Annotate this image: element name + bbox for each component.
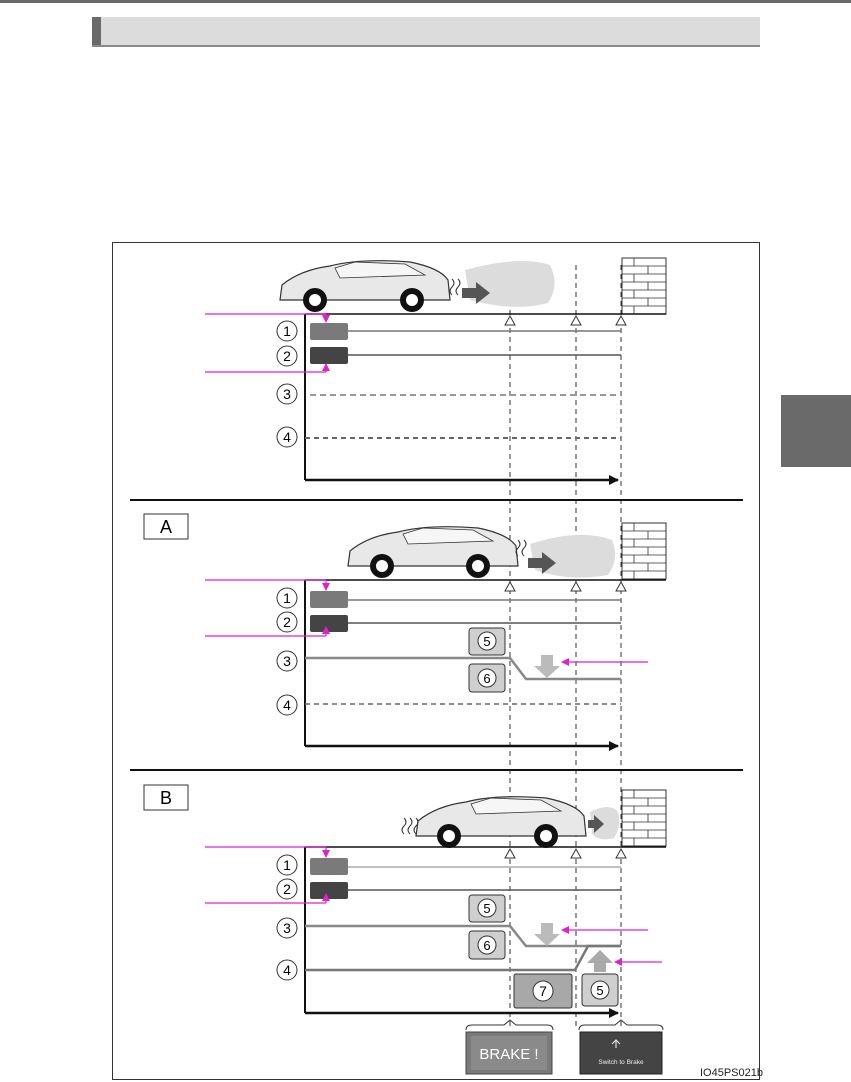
switch-to-brake-display: Switch to Brake [579,1031,663,1075]
marker-5: 5 [483,901,490,916]
heading-marker [92,17,101,45]
brick-wall-icon [621,789,667,847]
row-labels-b: 1 2 3 4 [276,854,298,981]
arrow-right-icon [588,815,604,833]
row-label-4: 4 [283,429,291,445]
brick-wall-icon [621,257,667,315]
car-icon [415,796,587,848]
diagram-frame [112,242,760,1080]
row-label-2: 2 [283,614,291,630]
brackets [465,1019,664,1031]
panel-b: B [143,784,667,1018]
row-label-2: 2 [283,881,291,897]
panel-b-label: B [160,788,172,808]
arrow-right-icon [528,552,556,574]
top-rule [0,0,851,3]
arrow-down-icon [534,923,560,946]
car-icon [347,526,519,578]
panel-normal [205,257,667,485]
row-label-1: 1 [283,857,291,873]
brake-display: BRAKE ! [465,1031,553,1075]
marker-7: 7 [539,983,547,999]
arrow-down-icon [534,655,560,678]
time-markers [509,265,622,1030]
row-label-1: 1 [283,323,291,339]
switch-to-brake-text: Switch to Brake [598,1059,644,1066]
row-labels-a: 1 2 3 4 [276,587,298,716]
chapter-tab [781,395,851,467]
marker-6: 6 [483,671,490,686]
row-label-2: 2 [283,348,291,364]
row-label-3: 3 [283,653,291,669]
brick-wall-icon [621,522,667,580]
brake-warning-text: BRAKE ! [479,1046,538,1063]
row-label-3: 3 [283,386,291,402]
marker-5: 5 [596,983,603,998]
row-label-4: 4 [283,962,291,978]
row-label-4: 4 [283,697,291,713]
arrow-up-icon [587,950,613,972]
marker-5: 5 [483,634,490,649]
row-labels-normal: 1 2 3 4 [276,320,298,448]
row-label-1: 1 [283,590,291,606]
panel-a-label: A [160,517,172,537]
arrow-right-icon [462,282,490,304]
panel-a: A [143,513,667,751]
foot-pedal-icon [611,1039,621,1048]
figure-code: IO45PS021b [700,1067,763,1079]
marker-6: 6 [483,938,490,953]
car-icon [279,260,451,312]
row-label-3: 3 [283,920,291,936]
section-heading [92,17,760,47]
